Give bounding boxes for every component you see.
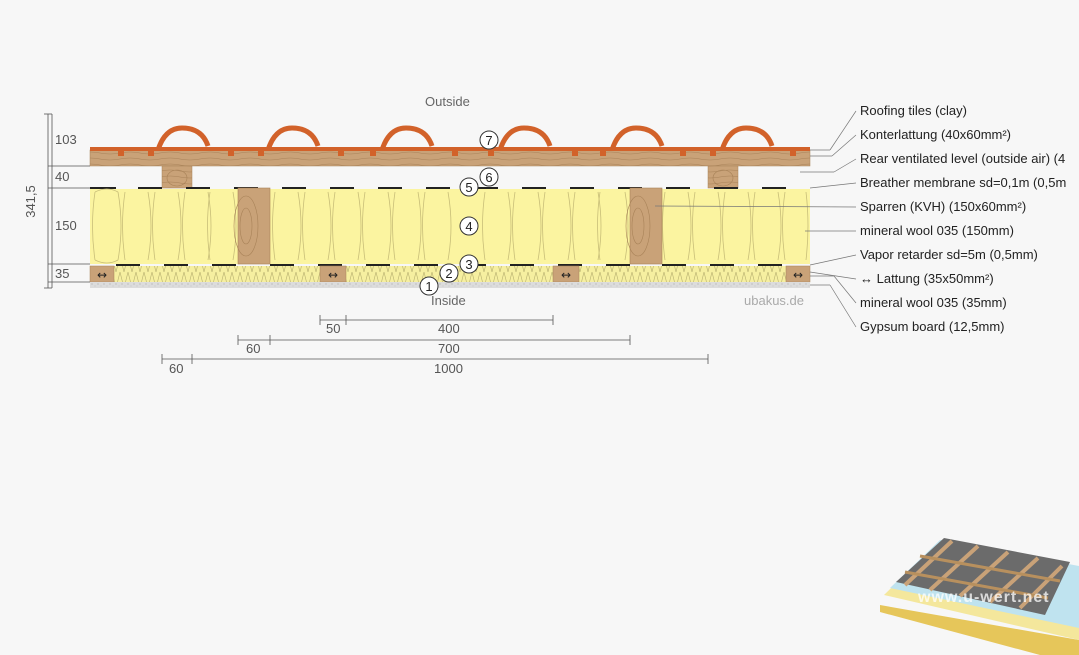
counter-batten-grain-right — [712, 169, 734, 187]
roof-3d-thumbnail[interactable] — [880, 538, 1079, 655]
layer-label-mineral-wool-150[interactable]: mineral wool 035 (150mm) — [860, 223, 1014, 238]
svg-text:5: 5 — [465, 180, 472, 195]
svg-text:↔: ↔ — [328, 268, 338, 282]
outside-label: Outside — [425, 94, 470, 109]
spacing-row1-b: 400 — [438, 321, 460, 336]
svg-text:↔: ↔ — [793, 268, 803, 282]
rafter-left — [233, 187, 271, 265]
thickness-tiles: 103 — [55, 132, 77, 147]
counter-batten-grain-left — [166, 169, 188, 187]
thickness-dimension-lines — [44, 113, 90, 289]
marker-3: 3 — [459, 254, 479, 274]
leader-lines — [654, 110, 857, 328]
layer-label-counter-batten[interactable]: Konterlattung (40x60mm²) — [860, 127, 1012, 142]
layer-label-vapor-retarder[interactable]: Vapor retarder sd=5m (0,5mm) — [860, 247, 1038, 262]
thickness-total: 341,5 — [22, 185, 38, 218]
marker-5: 5 — [459, 177, 479, 197]
marker-2: 2 — [439, 263, 459, 283]
counter-batten-left — [161, 165, 193, 189]
svg-text:↔: ↔ — [97, 268, 107, 282]
marker-4: 4 — [459, 216, 479, 236]
marker-1: 1 — [419, 276, 439, 296]
spacing-row2-b: 700 — [438, 341, 460, 356]
insulation-lobes — [92, 188, 809, 264]
svg-text:3: 3 — [465, 257, 472, 272]
spacing-row3-a: 60 — [169, 361, 184, 376]
spacing-dimension-lines — [161, 315, 709, 364]
thumbnail-watermark: www.u-wert.net — [918, 589, 1050, 606]
svg-text:4: 4 — [465, 219, 472, 234]
counter-batten-layer — [89, 149, 811, 167]
spacing-row1-a: 50 — [326, 321, 341, 336]
roofing-tiles — [155, 125, 775, 151]
spacing-row3-b: 1000 — [434, 361, 463, 376]
svg-text:7: 7 — [485, 133, 492, 148]
tile-edge-line — [90, 147, 810, 151]
svg-text:6: 6 — [485, 170, 492, 185]
mineral-wool-150-layer — [90, 189, 810, 264]
layer-label-roofing-tiles[interactable]: Roofing tiles (clay) — [860, 103, 967, 118]
svg-text:1: 1 — [425, 279, 432, 294]
layer-label-ventilated-level[interactable]: Rear ventilated level (outside air) (4 — [860, 151, 1066, 166]
thickness-inner: 35 — [55, 266, 70, 281]
inside-label: Inside — [431, 293, 466, 308]
layer-label-batten[interactable]: ↔ Lattung (35x50mm²) — [860, 271, 994, 286]
svg-text:2: 2 — [445, 266, 452, 281]
counter-batten-right — [707, 165, 739, 189]
gypsum-board-layer — [90, 282, 810, 288]
marker-6: 6 — [479, 167, 499, 187]
batten-arrow-symbols: ↔ ↔ ↔ ↔ — [97, 268, 803, 282]
layer-label-gypsum-board[interactable]: Gypsum board (12,5mm) — [860, 319, 1005, 334]
rafter-right — [625, 187, 663, 265]
brand-label[interactable]: ubakus.de — [744, 293, 804, 308]
tile-nibs — [118, 150, 796, 156]
spacing-row2-a: 60 — [246, 341, 261, 356]
svg-text:↔: ↔ — [561, 268, 571, 282]
layer-label-mineral-wool-35[interactable]: mineral wool 035 (35mm) — [860, 295, 1007, 310]
thickness-rafter: 150 — [55, 218, 77, 233]
layer-label-breather-membrane[interactable]: Breather membrane sd=0,1m (0,5m — [860, 175, 1067, 190]
layer-label-rafter[interactable]: Sparren (KVH) (150x60mm²) — [860, 199, 1027, 214]
marker-7: 7 — [479, 130, 499, 150]
thickness-counter-batten: 40 — [55, 169, 70, 184]
